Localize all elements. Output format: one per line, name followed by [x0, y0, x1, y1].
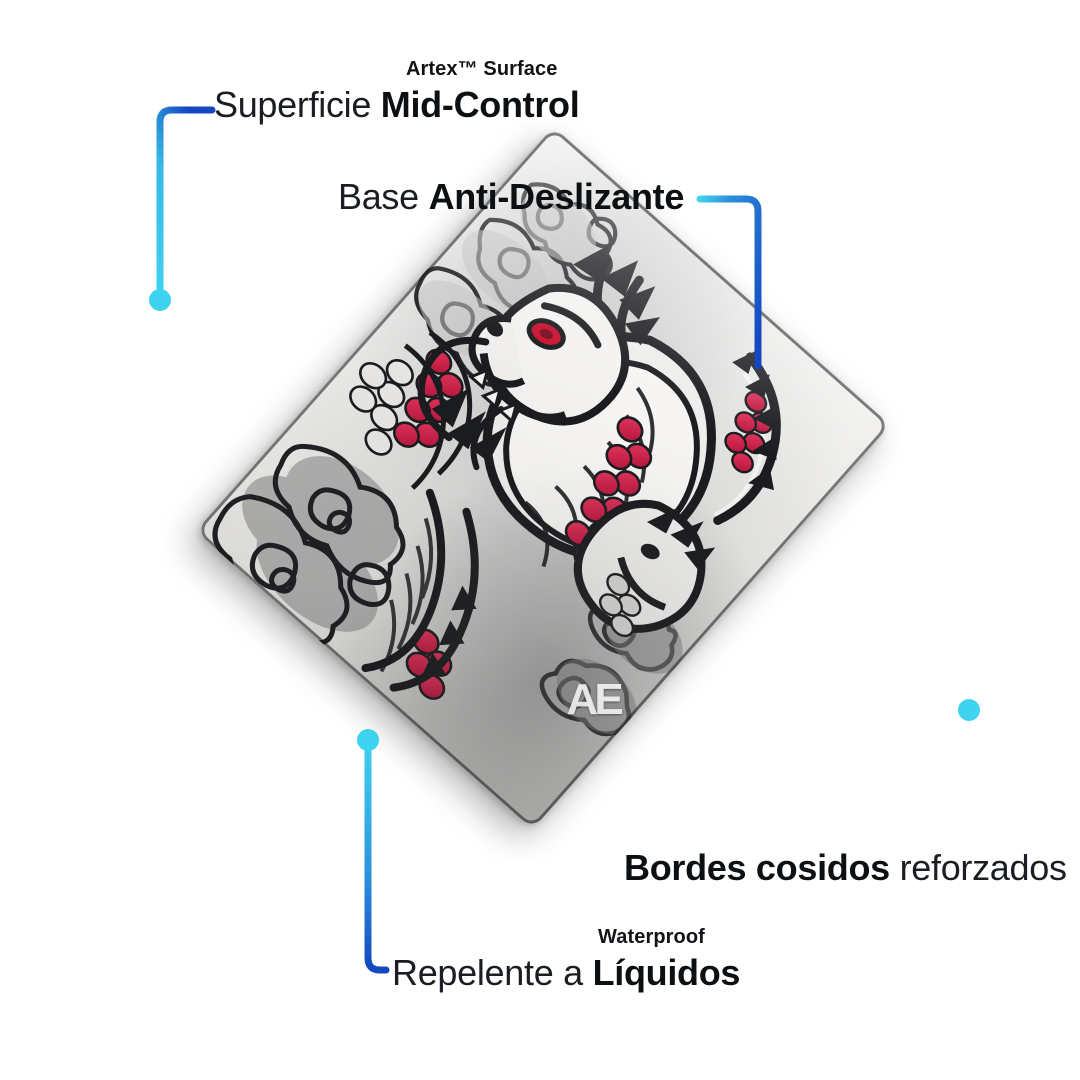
- callout-edges-headline-bold: Bordes cosidos: [624, 847, 890, 888]
- callout-surface-headline-light: Superficie: [214, 84, 381, 125]
- callout-surface-headline-bold: Mid-Control: [380, 84, 580, 125]
- connector-edges: [958, 699, 980, 850]
- callout-edges: Bordes cosidos reforzados: [624, 847, 1067, 888]
- callout-base-headline: Base Anti-Deslizante: [338, 176, 684, 217]
- connector-dot-liquid: [357, 729, 379, 751]
- connector-liquid: [357, 729, 390, 974]
- dragon-artwork: [195, 126, 891, 830]
- callout-edges-headline: Bordes cosidos reforzados: [624, 847, 1067, 888]
- callout-base-headline-bold: Anti-Deslizante: [428, 176, 685, 217]
- callout-liquid-eyebrow: Waterproof: [598, 926, 705, 948]
- connector-surface: [149, 106, 216, 311]
- mousepad-surface: AE: [195, 126, 891, 830]
- callout-base: Base Anti-Deslizante: [338, 176, 684, 217]
- callout-edges-headline-light: reforzados: [889, 847, 1067, 888]
- callout-base-headline-light: Base: [338, 176, 429, 217]
- connector-dot-edges: [958, 699, 980, 721]
- callout-liquid-headline: Repelente a Líquidos: [392, 952, 740, 993]
- connector-base: [696, 195, 762, 370]
- callout-surface-headline: Superficie Mid-Control: [214, 84, 580, 125]
- mousepad-product-image: AE: [195, 126, 891, 830]
- connector-dot-surface: [149, 289, 171, 311]
- callout-liquid-headline-bold: Líquidos: [592, 952, 741, 993]
- callout-surface: Artex™ Surface Superficie Mid-Control: [214, 58, 580, 125]
- callout-liquid: Waterproof Repelente a Líquidos: [392, 926, 740, 993]
- callout-surface-eyebrow: Artex™ Surface: [406, 58, 558, 80]
- callout-liquid-headline-light: Repelente a: [392, 952, 593, 993]
